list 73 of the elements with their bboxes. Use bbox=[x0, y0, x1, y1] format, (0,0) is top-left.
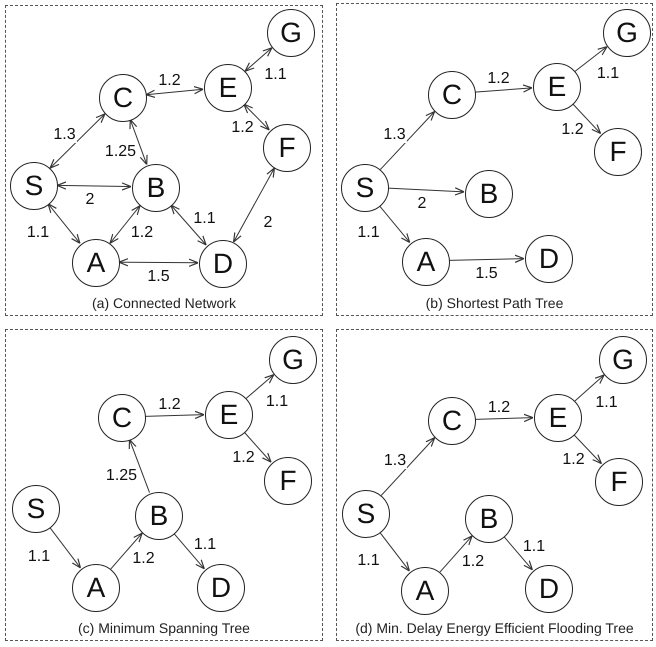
arrow bbox=[573, 434, 602, 464]
arrow bbox=[170, 204, 207, 246]
node-circle: C bbox=[428, 71, 476, 119]
panel-caption: (c) Minimum Spanning Tree bbox=[78, 620, 250, 636]
arrow bbox=[380, 110, 436, 170]
panel-caption: (b) Shortest Path Tree bbox=[426, 295, 564, 311]
node-circle: B bbox=[465, 495, 513, 543]
arrow bbox=[47, 203, 81, 244]
node-circle: A bbox=[401, 567, 449, 615]
node-circle: G bbox=[267, 9, 315, 57]
arrow bbox=[387, 187, 465, 196]
node-circle: E bbox=[205, 391, 253, 439]
arrow bbox=[49, 113, 106, 169]
node-circle: C bbox=[99, 74, 147, 122]
arrow bbox=[49, 526, 82, 568]
arrow bbox=[574, 374, 605, 402]
edge-label: 1.5 bbox=[146, 268, 171, 284]
node-circle: G bbox=[599, 336, 647, 384]
arrow bbox=[129, 118, 148, 166]
node-circle: E bbox=[533, 63, 581, 111]
arrow bbox=[574, 46, 608, 72]
arrow bbox=[244, 431, 272, 463]
arrow bbox=[503, 536, 533, 570]
edge-label: 1.3 bbox=[52, 127, 77, 143]
node-circle: F bbox=[263, 124, 311, 172]
arrow bbox=[474, 84, 533, 93]
node-circle: S bbox=[12, 485, 60, 533]
arrow bbox=[233, 167, 275, 243]
node-circle: E bbox=[534, 394, 582, 442]
node-circle: B bbox=[465, 170, 513, 218]
node-circle: B bbox=[132, 164, 180, 212]
arrow bbox=[144, 410, 205, 420]
node-circle: S bbox=[342, 490, 390, 538]
node-circle: B bbox=[135, 492, 183, 540]
node-circle: A bbox=[72, 564, 120, 612]
node-circle: S bbox=[10, 162, 58, 210]
node-circle: G bbox=[269, 336, 317, 384]
node-circle: F bbox=[595, 458, 643, 506]
arrow bbox=[118, 258, 199, 267]
edge-label: 1.5 bbox=[474, 266, 499, 282]
edge-label: 1.3 bbox=[382, 126, 407, 142]
arrow bbox=[448, 254, 525, 263]
arrow bbox=[244, 47, 272, 72]
node-circle: F bbox=[264, 457, 312, 505]
node-circle: G bbox=[603, 9, 651, 57]
arrow bbox=[439, 535, 473, 573]
node-circle: C bbox=[98, 394, 146, 442]
arrow bbox=[378, 205, 410, 244]
arrow bbox=[56, 181, 132, 191]
arrow bbox=[173, 532, 205, 570]
arrow bbox=[379, 532, 410, 572]
arrow bbox=[474, 414, 534, 422]
node-circle: D bbox=[197, 564, 245, 612]
arrow bbox=[109, 205, 141, 244]
arrow bbox=[128, 438, 150, 494]
arrow bbox=[110, 532, 143, 570]
panel-caption: (a) Connected Network bbox=[92, 295, 236, 311]
node-circle: E bbox=[204, 64, 252, 112]
arrow bbox=[246, 374, 274, 399]
node-circle: F bbox=[594, 128, 642, 176]
arrow bbox=[145, 86, 204, 98]
node-circle: D bbox=[199, 240, 247, 288]
panel-caption: (d) Min. Delay Energy Efficient Flooding Tree bbox=[355, 620, 634, 636]
arrow bbox=[380, 437, 436, 496]
node-circle: D bbox=[525, 235, 573, 283]
arrow bbox=[243, 104, 270, 130]
node-circle: A bbox=[72, 239, 120, 287]
node-circle: D bbox=[525, 565, 573, 613]
node-circle: A bbox=[402, 238, 450, 286]
node-circle: S bbox=[341, 164, 389, 212]
edge-label: 1.3 bbox=[382, 452, 408, 468]
arrow bbox=[572, 103, 602, 134]
node-circle: C bbox=[428, 397, 476, 445]
